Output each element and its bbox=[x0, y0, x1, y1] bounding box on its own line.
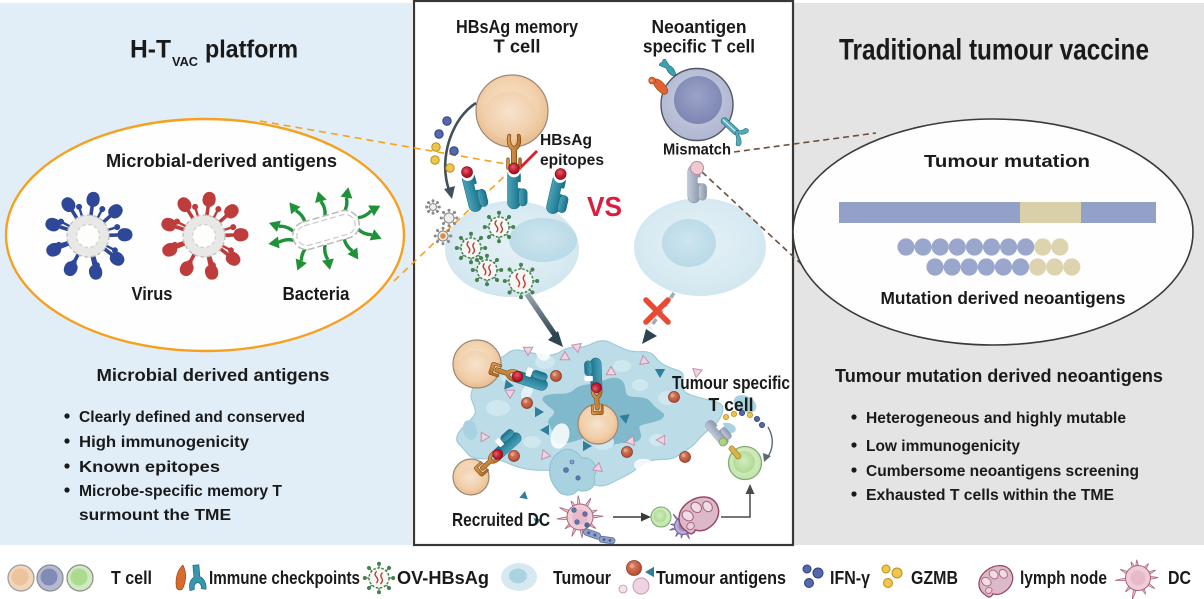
svg-text:Recruited DC: Recruited DC bbox=[452, 510, 550, 530]
svg-text:Neoantigen: Neoantigen bbox=[652, 17, 747, 37]
svg-text:DC: DC bbox=[1168, 568, 1191, 588]
svg-text:T cell: T cell bbox=[494, 37, 541, 57]
svg-text:Low immunogenicity: Low immunogenicity bbox=[866, 438, 1020, 455]
svg-text:Known epitopes: Known epitopes bbox=[79, 459, 220, 476]
svg-text:HBsAg: HBsAg bbox=[540, 132, 592, 149]
svg-text:VS: VS bbox=[587, 191, 622, 222]
svg-text:Traditional tumour vaccine: Traditional tumour vaccine bbox=[839, 34, 1149, 67]
svg-text:Mutation derived neoantigens: Mutation derived neoantigens bbox=[881, 288, 1126, 308]
svg-text:Microbial-derived antigens: Microbial-derived antigens bbox=[106, 151, 337, 171]
svg-text:T cell: T cell bbox=[709, 395, 754, 415]
svg-text:High immunogenicity: High immunogenicity bbox=[79, 434, 249, 451]
svg-text:Tumour antigens: Tumour antigens bbox=[656, 568, 786, 588]
svg-text:Microbe-specific memory T: Microbe-specific memory T bbox=[79, 483, 282, 500]
svg-text:Microbial derived antigens: Microbial derived antigens bbox=[97, 365, 330, 385]
svg-text:VAC: VAC bbox=[172, 54, 199, 69]
svg-text:Cumbersome neoantigens screeni: Cumbersome neoantigens screening bbox=[866, 463, 1139, 480]
svg-text:Mismatch: Mismatch bbox=[663, 142, 731, 159]
svg-text:Tumour mutation: Tumour mutation bbox=[924, 151, 1090, 171]
svg-text:Tumour mutation derived neoant: Tumour mutation derived neoantigens bbox=[835, 366, 1163, 386]
svg-text:platform: platform bbox=[205, 36, 298, 64]
svg-text:HBsAg memory: HBsAg memory bbox=[456, 17, 578, 37]
svg-text:T cell: T cell bbox=[111, 568, 152, 588]
svg-text:GZMB: GZMB bbox=[911, 568, 958, 588]
svg-text:IFN-γ: IFN-γ bbox=[830, 568, 870, 588]
svg-text:Virus: Virus bbox=[132, 284, 173, 304]
svg-text:Tumour: Tumour bbox=[553, 568, 611, 588]
svg-text:Tumour specific: Tumour specific bbox=[672, 373, 790, 393]
svg-text:H-T: H-T bbox=[130, 36, 171, 64]
svg-text:Bacteria: Bacteria bbox=[283, 284, 351, 304]
svg-text:Immune checkpoints: Immune checkpoints bbox=[209, 568, 360, 588]
svg-text:Exhausted T cells within the T: Exhausted T cells within the TME bbox=[866, 487, 1114, 504]
svg-text:specific T cell: specific T cell bbox=[643, 37, 755, 57]
svg-text:lymph node: lymph node bbox=[1020, 568, 1107, 588]
svg-text:Heterogeneous and highly mutab: Heterogeneous and highly mutable bbox=[866, 410, 1126, 427]
svg-text:epitopes: epitopes bbox=[540, 152, 604, 169]
svg-text:OV-HBsAg: OV-HBsAg bbox=[397, 568, 489, 588]
svg-text:Clearly defined and conserved: Clearly defined and conserved bbox=[79, 409, 305, 426]
svg-text:surmount the TME: surmount the TME bbox=[79, 507, 231, 524]
